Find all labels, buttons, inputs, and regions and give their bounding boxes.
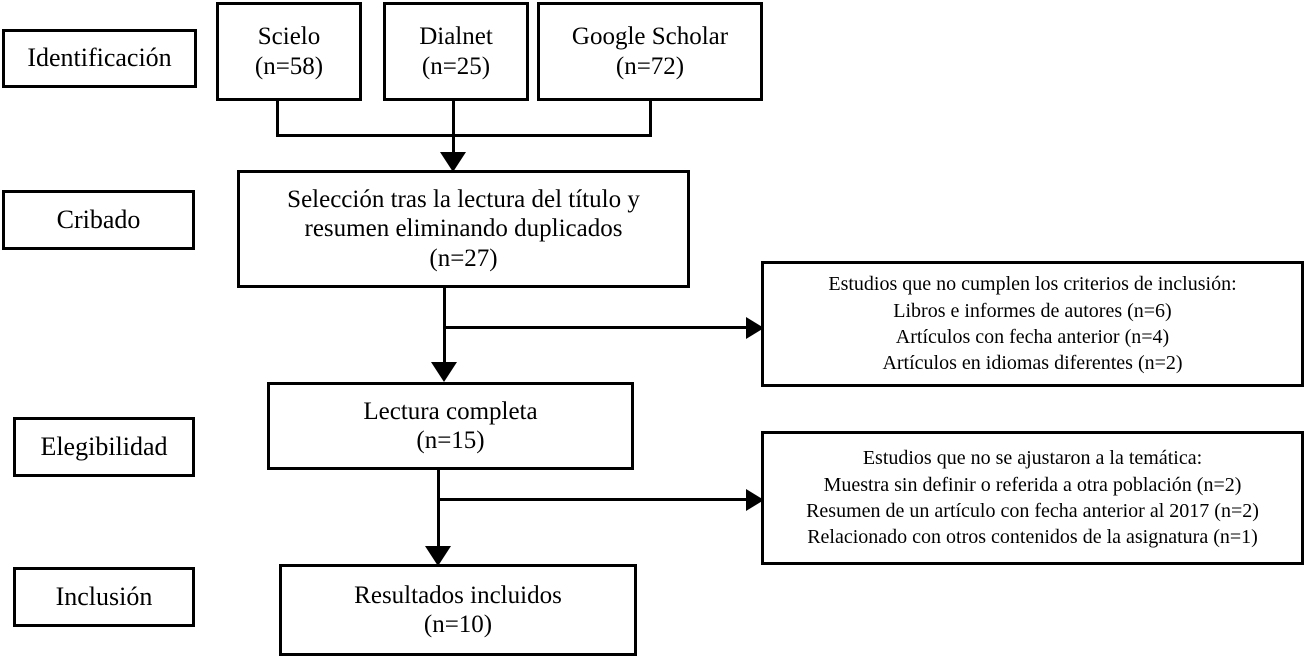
eligibility-count: (n=15) (416, 427, 485, 454)
source-box-dialnet: Dialnet (n=25) (383, 2, 529, 101)
source-name-scielo: Scielo (257, 23, 321, 50)
connector-sources-bus (276, 134, 652, 137)
exclusion-eligibility-reason-3: Relacionado con otros contenidos de la a… (807, 526, 1258, 549)
exclusion-eligibility-reason-2: Resumen de un artículo con fecha anterio… (806, 500, 1259, 522)
connector-eligibility-down (437, 470, 440, 554)
source-name-dialnet: Dialnet (419, 23, 493, 50)
exclusion-screening-reason-1: Libros e informes de autores (n=6) (893, 299, 1172, 322)
exclusion-screening-reason-2: Artículos con fecha anterior (n=4) (895, 326, 1170, 348)
arrowhead-screening-to-eligibility (431, 362, 457, 382)
source-count-google-scholar: (n=72) (615, 52, 685, 80)
included-count: (n=10) (423, 611, 493, 638)
source-box-google-scholar: Google Scholar (n=72) (537, 2, 763, 101)
eligibility-line-1: Lectura completa (363, 397, 538, 425)
exclusion-screening-reason-3: Artículos en idiomas diferentes (n=2) (882, 352, 1183, 375)
stage-label-inclusion: Inclusión (13, 567, 195, 627)
source-name-google-scholar: Google Scholar (571, 23, 729, 50)
included-box: Resultados incluidos (n=10) (279, 564, 637, 656)
connector-screening-exclusion-branch (443, 326, 753, 329)
arrowhead-screening-to-exclusions (746, 317, 764, 339)
stage-label-identificacion-text: Identificación (27, 43, 172, 73)
connector-screening-down (443, 288, 446, 370)
screening-count: (n=27) (429, 244, 498, 272)
source-count-dialnet: (n=25) (421, 52, 491, 80)
screening-line-2: resumen eliminando duplicados (304, 215, 623, 243)
connector-google-scholar-stub (649, 101, 652, 137)
stage-label-inclusion-text: Inclusión (55, 581, 153, 611)
included-line-1: Resultados incluidos (354, 581, 562, 609)
connector-eligibility-exclusion-branch (437, 498, 753, 501)
connector-sources-to-screening (452, 134, 455, 160)
exclusion-eligibility-heading: Estudios que no se ajustaron a la temáti… (862, 447, 1203, 470)
arrowhead-sources-to-screening (440, 152, 466, 172)
source-count-scielo: (n=58) (254, 52, 324, 80)
connector-dialnet-stub (452, 101, 455, 137)
stage-label-cribado-text: Cribado (56, 204, 141, 234)
exclusion-eligibility-reason-1: Muestra sin definir o referida a otra po… (823, 473, 1242, 496)
arrowhead-eligibility-to-exclusions (746, 489, 764, 511)
stage-label-elegibilidad-text: Elegibilidad (40, 431, 168, 461)
eligibility-box: Lectura completa (n=15) (267, 382, 634, 470)
stage-label-cribado: Cribado (2, 190, 195, 250)
source-box-scielo: Scielo (n=58) (216, 2, 362, 101)
exclusion-box-screening: Estudios que no cumplen los criterios de… (761, 261, 1304, 387)
screening-line-1: Selección tras la lectura del título y (287, 185, 640, 213)
connector-scielo-stub (276, 101, 279, 137)
arrowhead-eligibility-to-included (425, 546, 451, 566)
screening-box: Selección tras la lectura del título y r… (237, 170, 690, 288)
stage-label-identificacion: Identificación (2, 29, 197, 88)
stage-label-elegibilidad: Elegibilidad (13, 417, 195, 477)
exclusion-screening-heading: Estudios que no cumplen los criterios de… (828, 273, 1237, 296)
exclusion-box-eligibility: Estudios que no se ajustaron a la temáti… (761, 431, 1304, 565)
